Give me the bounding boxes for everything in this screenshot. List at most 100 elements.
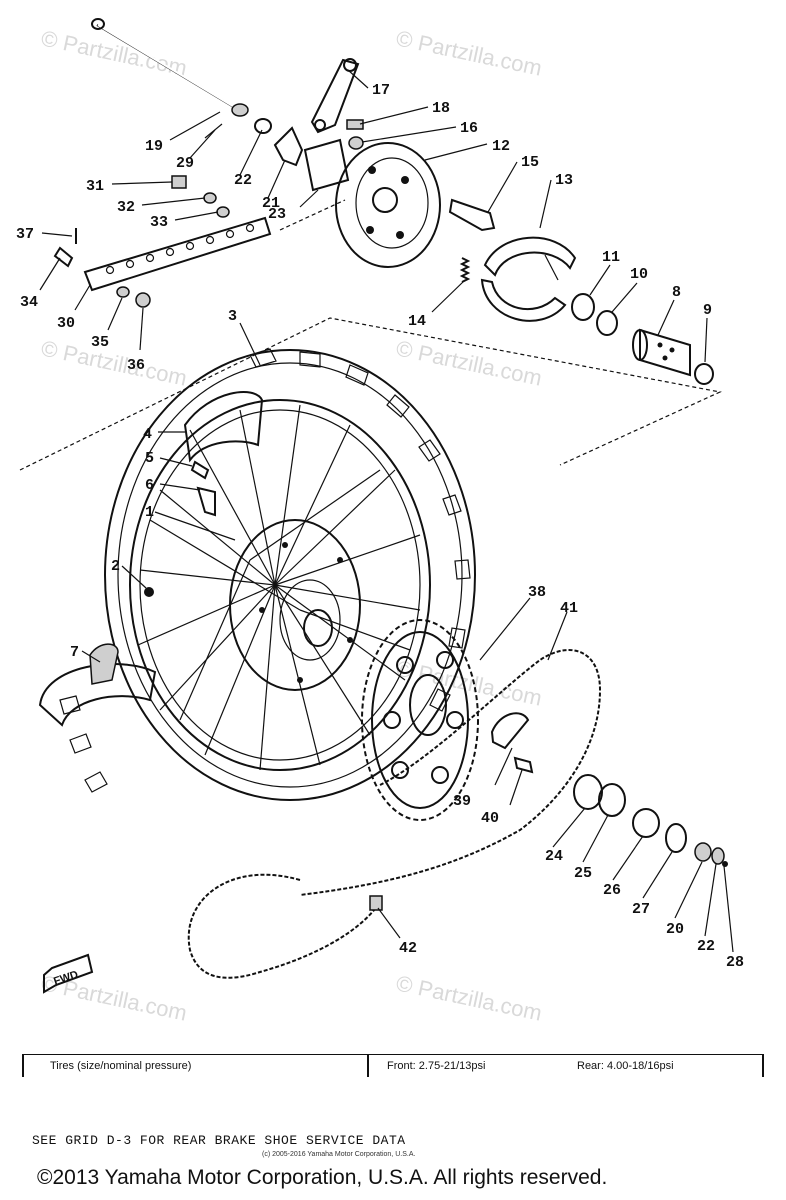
- callout-40: 40: [481, 810, 499, 827]
- cotter-pin-28: [722, 861, 728, 867]
- bolt-40: [513, 756, 534, 774]
- callout-7: 7: [70, 644, 79, 661]
- service-note: SEE GRID D-3 FOR REAR BRAKE SHOE SERVICE…: [32, 1133, 406, 1148]
- oil-seal-10: [596, 310, 618, 336]
- callout-15: 15: [521, 154, 539, 171]
- brake-cam-15: [448, 198, 496, 232]
- tires-front: Front: 2.75-21/13psi: [387, 1060, 486, 1072]
- callout-37: 37: [16, 226, 34, 243]
- watermark: © Partzilla.com: [394, 970, 544, 1025]
- bearing-24: [573, 774, 603, 810]
- callout-11: 11: [602, 249, 620, 266]
- callout-27: 27: [632, 901, 650, 918]
- callout-6: 6: [145, 477, 154, 494]
- callout-24: 24: [545, 848, 563, 865]
- tires-spec-row: Tires (size/nominal pressure) Front: 2.7…: [22, 1054, 764, 1077]
- callout-22: 22: [234, 172, 252, 189]
- callout-18: 18: [432, 100, 450, 117]
- copyright-footer: ©2013 Yamaha Motor Corporation, U.S.A. A…: [37, 1166, 608, 1189]
- watermarks: © Partzilla.com © Partzilla.com © Partzi…: [39, 25, 544, 1025]
- callout-38: 38: [528, 584, 546, 601]
- callout-13: 13: [555, 172, 573, 189]
- callout-19: 19: [145, 138, 163, 155]
- chain-puller-39: [490, 712, 530, 750]
- spring-14: [459, 257, 471, 283]
- nut-20: [694, 842, 712, 862]
- nut-33: [216, 206, 230, 218]
- callout-1: 1: [145, 504, 154, 521]
- callout-28: 28: [726, 954, 744, 971]
- small-copyright: (c) 2005-2016 Yamaha Motor Corporation, …: [262, 1151, 416, 1158]
- tires-label: Tires (size/nominal pressure): [50, 1060, 192, 1072]
- callouts: 17 18 16 12 15 13 19 29 22 21 23 31 32 3…: [16, 82, 744, 971]
- spacer-23: [303, 138, 350, 192]
- callout-30: 30: [57, 315, 75, 332]
- callout-41: 41: [560, 600, 578, 617]
- tire-3: [104, 349, 476, 801]
- collar-16: [348, 136, 364, 150]
- callout-26: 26: [603, 882, 621, 899]
- callout-34: 34: [20, 294, 38, 311]
- rim-1: [129, 399, 431, 771]
- watermark: © Partzilla.com: [394, 335, 544, 390]
- washer-35: [116, 286, 130, 298]
- callout-2: 2: [111, 558, 120, 575]
- brake-plate-12: [335, 142, 441, 268]
- valve-6: [196, 486, 216, 517]
- brake-link-17: [310, 58, 360, 134]
- sprocket-38: [361, 619, 479, 821]
- callout-22b: 22: [697, 938, 715, 955]
- callout-23: 23: [268, 206, 286, 223]
- nut-36: [135, 292, 151, 308]
- master-link-42: [369, 895, 383, 911]
- callout-32: 32: [117, 199, 135, 216]
- leader-lines: [39, 69, 734, 953]
- callout-35: 35: [91, 334, 109, 351]
- axle-19: [91, 18, 249, 117]
- rear-wheel: [59, 348, 476, 801]
- callout-12: 12: [492, 138, 510, 155]
- bearing-11: [571, 293, 595, 321]
- table-divider: [367, 1055, 369, 1077]
- oil-seal-25: [598, 783, 626, 817]
- tires-rear: Rear: 4.00-18/16psi: [577, 1060, 674, 1072]
- tension-bar-30: [83, 216, 272, 292]
- washer-22b: [711, 847, 725, 865]
- callout-8: 8: [672, 284, 681, 301]
- callout-20: 20: [666, 921, 684, 938]
- callout-16: 16: [460, 120, 478, 137]
- brake-shoe-13: [480, 236, 577, 322]
- table-divider: [762, 1055, 764, 1077]
- callout-31: 31: [86, 178, 104, 195]
- callout-10: 10: [630, 266, 648, 283]
- washer-27: [665, 823, 687, 853]
- cam-lever-21: [273, 126, 304, 167]
- callout-33: 33: [150, 214, 168, 231]
- callout-36: 36: [127, 357, 145, 374]
- callout-21: 21: [262, 195, 280, 212]
- callout-4: 4: [143, 426, 152, 443]
- group-outlines: [19, 199, 722, 471]
- callout-25: 25: [574, 865, 592, 882]
- watermark: © Partzilla.com: [39, 335, 189, 390]
- washer-22: [254, 118, 272, 134]
- bolt-18: [346, 119, 364, 130]
- callout-14: 14: [408, 313, 426, 330]
- bolt-31: [171, 175, 187, 189]
- watermark: © Partzilla.com: [394, 25, 544, 80]
- callout-29: 29: [176, 155, 194, 172]
- callout-3: 3: [228, 308, 237, 325]
- spacer-8: [632, 328, 691, 377]
- rim-band-4: [183, 391, 264, 463]
- tube-7: [38, 643, 157, 727]
- spoke-nipple-2: [144, 587, 154, 597]
- callout-42: 42: [399, 940, 417, 957]
- callout-17: 17: [372, 82, 390, 99]
- callout-39: 39: [453, 793, 471, 810]
- collar-9: [694, 363, 714, 385]
- callout-9: 9: [703, 302, 712, 319]
- collar-26: [632, 808, 660, 838]
- bolt-34: [53, 246, 74, 268]
- hub: [229, 519, 361, 691]
